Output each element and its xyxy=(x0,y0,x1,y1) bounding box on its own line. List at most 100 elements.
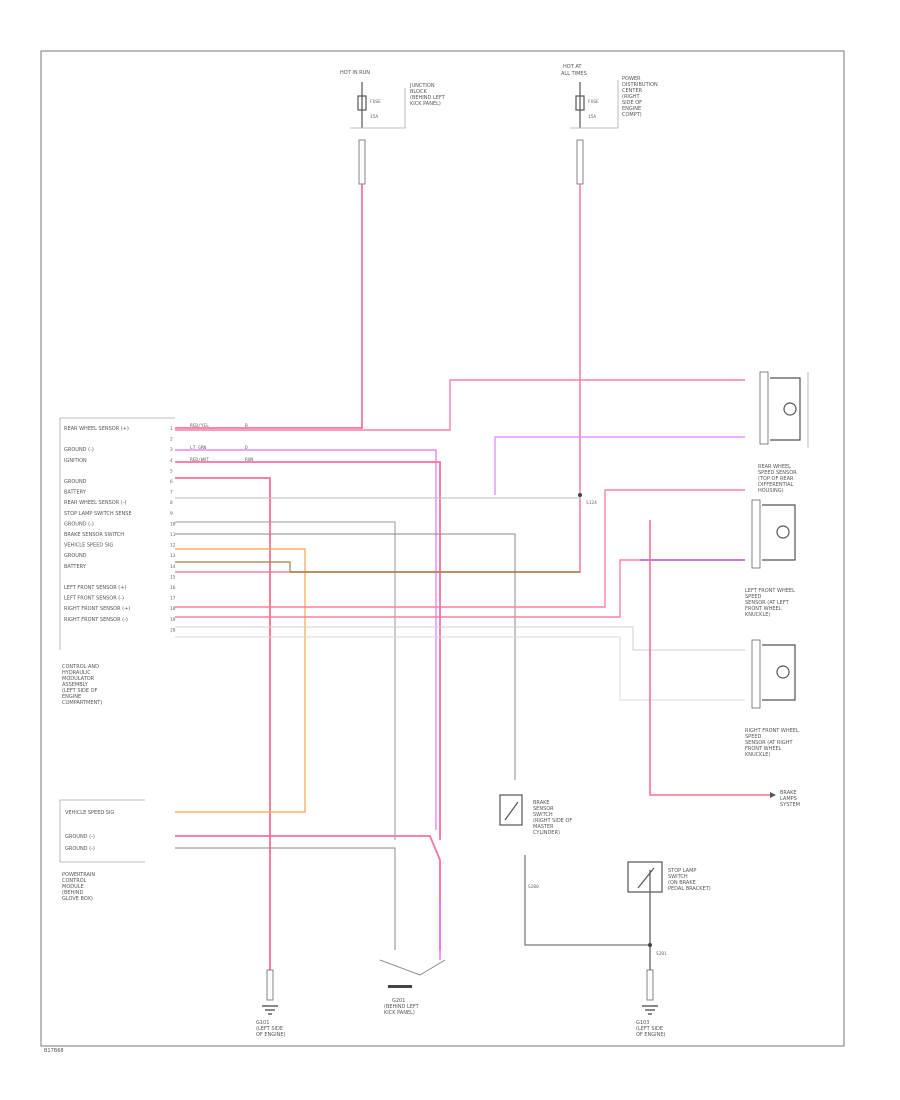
right-front-wheel-sensor: RIGHT FRONT WHEEL SPEED SENSOR (AT RIGHT… xyxy=(745,639,799,758)
splice-s124-dot xyxy=(578,493,582,497)
abs-pin-number: 11 xyxy=(170,532,176,538)
pcm-pin-ground-2: GROUND (-) xyxy=(65,846,95,852)
rear-sensor-label-2: (TOP OF REAR xyxy=(758,476,794,482)
rf-sensor-label-1: SPEED xyxy=(745,734,762,740)
rear-sensor-label-1: SPEED SENSOR xyxy=(758,470,797,476)
powertrain-control-module: VEHICLE SPEED SIG GROUND (-) GROUND (-) … xyxy=(59,799,145,902)
abs-label-2: MODULATOR xyxy=(62,676,95,682)
wire-label-d: D xyxy=(245,445,248,451)
pcm-label-2: MODULE xyxy=(62,884,84,890)
abs-pin-number: 20 xyxy=(170,627,176,633)
abs-pin-number: 5 xyxy=(170,468,173,474)
brake-lamps-ref: BRAKE LAMPS SYSTEM xyxy=(770,790,800,808)
g101-connector xyxy=(266,969,274,1001)
fuse-hot-at-amps: 15A xyxy=(588,114,596,120)
pdc-line-6: COMPT) xyxy=(622,112,642,118)
abs-pin-label: VEHICLE SPEED SIG xyxy=(64,543,113,549)
rf-sensor-label-2: SENSOR (AT RIGHT xyxy=(745,740,793,746)
fuse-block-left-line-1: BLOCK xyxy=(410,89,427,95)
splice-s201-dot xyxy=(648,943,652,947)
rf-sensor-label-4: KNUCKLE) xyxy=(745,752,770,758)
abs-module-bracket xyxy=(59,417,175,650)
splice-s201: S201 xyxy=(656,951,667,957)
pdc-line-4: SIDE OF xyxy=(622,100,642,106)
abs-pin-number: 12 xyxy=(170,543,176,549)
pcm-pin-ground-1: GROUND (-) xyxy=(65,834,95,840)
abs-label-0: CONTROL AND xyxy=(62,664,99,670)
wire-lf-minus xyxy=(175,559,745,618)
brake-switch-label-3: (RIGHT SIDE OF xyxy=(533,818,572,824)
g201-label-1: (BEHIND LEFT xyxy=(384,1004,420,1010)
abs-pin-number: 15 xyxy=(170,574,176,580)
wire-g101 xyxy=(175,477,271,1000)
rear-sensor-coil xyxy=(783,402,797,416)
ground-g201: G201 (BEHIND LEFT KICK PANEL) xyxy=(379,959,446,1016)
g101-label-1: (LEFT SIDE xyxy=(256,1026,283,1032)
abs-label-1: HYDRAULIC xyxy=(62,670,91,676)
wire-label-run: RUN xyxy=(245,457,253,463)
pdc-line-1: DISTRIBUTION xyxy=(622,82,658,88)
rf-sensor-label-0: RIGHT FRONT WHEEL xyxy=(745,728,799,734)
abs-pin-number: 3 xyxy=(170,447,173,453)
fuse-hot-at-label-1: ALL TIMES xyxy=(561,71,587,77)
fuse-hot-at-connector xyxy=(576,139,584,185)
stop-lamp-label-1: SWITCH xyxy=(668,874,688,880)
stop-lamp-label-3: PEDAL BRACKET) xyxy=(668,886,711,892)
lf-sensor-connector xyxy=(751,499,761,569)
abs-pin-number: 17 xyxy=(170,596,176,602)
pcm-label-4: GLOVE BOX) xyxy=(62,896,93,902)
abs-pin-label: BATTERY xyxy=(64,490,87,496)
wire-rf-minus xyxy=(175,636,745,701)
rear-sensor-label-4: HOUSING) xyxy=(758,488,784,494)
lf-sensor-label-4: KNUCKLE) xyxy=(745,612,770,618)
splices: S124 S200 S201 xyxy=(528,493,667,957)
diagram-frame xyxy=(40,50,845,1047)
wire-vehicle-speed xyxy=(175,548,306,813)
fuse-hot-run-fuse-word: FUSE xyxy=(370,99,381,105)
fuse-hot-run-connector xyxy=(358,139,366,185)
abs-pin-number: 14 xyxy=(170,564,176,570)
rf-sensor-coil xyxy=(776,665,790,679)
abs-pin-number: 13 xyxy=(170,553,176,559)
wire-stop-lamp-feed xyxy=(649,520,770,796)
rear-sensor-label-0: REAR WHEEL xyxy=(758,464,791,470)
g101-label-2: OF ENGINE) xyxy=(256,1032,286,1038)
abs-pin-label: LEFT FRONT SENSOR (-) xyxy=(64,596,124,602)
wire-brake-switch-ground xyxy=(524,855,650,946)
fuse-hot-run-amps: 15A xyxy=(370,114,378,120)
lf-sensor-body xyxy=(762,504,796,561)
fuse-hot-run: HOT IN RUN FUSE 15A JUNCTION BLOCK (BEHI… xyxy=(340,70,446,185)
brake-lamps-arrow xyxy=(770,792,776,798)
wire-rf-plus xyxy=(175,626,745,651)
g201-label-0: G201 xyxy=(392,998,405,1004)
brake-sensor-switch: BRAKE SENSOR SWITCH (RIGHT SIDE OF MASTE… xyxy=(499,794,572,836)
ground-g103: G103 (LEFT SIDE OF ENGINE) xyxy=(636,969,666,1038)
abs-label-6: COMPARTMENT) xyxy=(62,700,102,706)
pcm-pin-vss: VEHICLE SPEED SIG xyxy=(65,810,114,816)
abs-pin-number: 18 xyxy=(170,606,176,612)
splice-s124: S124 xyxy=(586,500,597,506)
pdc-line-5: ENGINE xyxy=(622,106,641,112)
brake-switch-body xyxy=(499,794,523,826)
abs-pin-label: BRAKE SENSOR SWITCH xyxy=(64,532,124,538)
wire-label-ltgrn: LT GRN xyxy=(190,445,207,451)
fuse-block-left-line-2: (BEHIND LEFT xyxy=(410,95,446,101)
abs-pin-label: REAR WHEEL SENSOR (+) xyxy=(64,426,129,432)
g103-label-2: OF ENGINE) xyxy=(636,1032,666,1038)
wire-rear-sensor-return xyxy=(494,436,745,495)
fuse-hot-at-bracket xyxy=(570,80,619,129)
wire-ground-trunk xyxy=(175,461,441,840)
fuse-hot-at-label-0: HOT AT xyxy=(563,64,582,70)
stop-lamp-switch-contact xyxy=(637,867,655,889)
g103-symbol xyxy=(642,1005,658,1015)
wire-rear-sensor-plus xyxy=(175,379,745,431)
abs-pin-number: 9 xyxy=(170,511,173,517)
lf-sensor-label-3: FRONT WHEEL xyxy=(745,606,782,612)
abs-pin-number: 2 xyxy=(170,437,173,443)
wire-gray-b xyxy=(175,533,516,780)
rear-sensor-body xyxy=(770,377,801,441)
g201-lead xyxy=(379,959,446,976)
abs-pin-number: 10 xyxy=(170,521,176,527)
